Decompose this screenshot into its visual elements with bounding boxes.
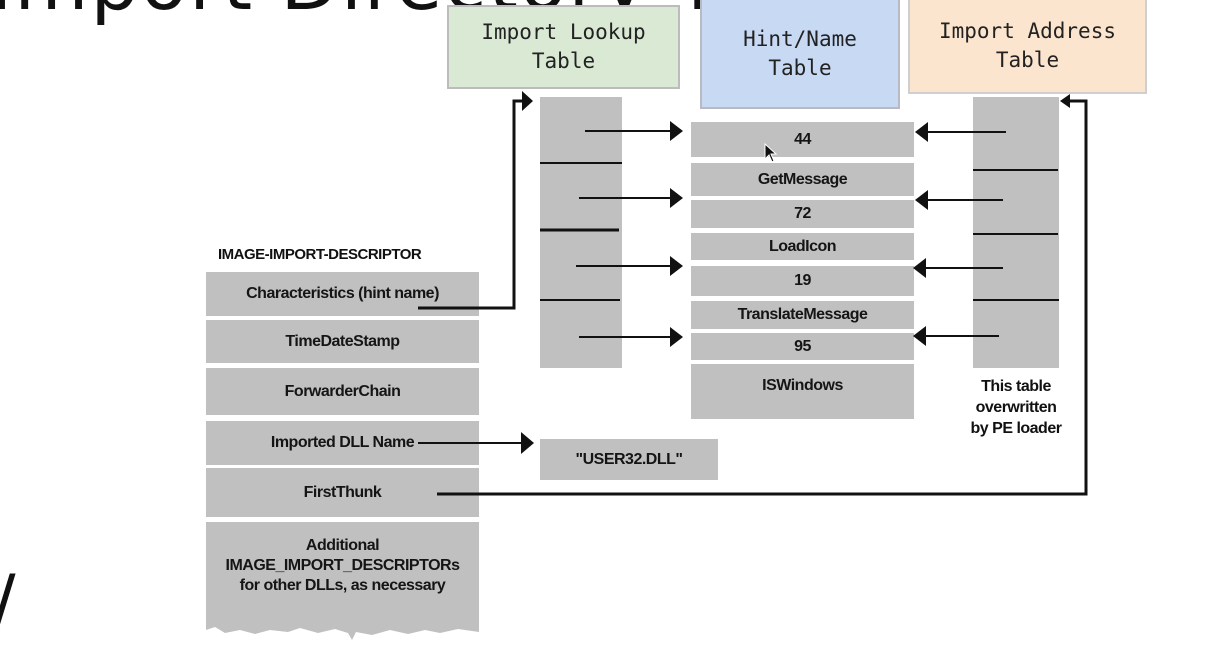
descriptor-field-forwarderchain: ForwarderChain xyxy=(206,368,479,415)
hint-value: 44 xyxy=(691,122,914,157)
function-name: GetMessage xyxy=(691,163,914,196)
function-name: LoadIcon xyxy=(691,233,914,260)
arrowhead-right-icon xyxy=(670,327,683,347)
hint-value: 19 xyxy=(691,266,914,296)
dll-name-box: "USER32.DLL" xyxy=(540,439,718,480)
arrowhead-left-icon xyxy=(915,190,928,210)
mouse-cursor-icon xyxy=(764,143,778,163)
arrowhead-right-icon xyxy=(670,256,683,276)
hint-name-table-header: Hint/Name Table xyxy=(700,0,900,109)
hint-value: 72 xyxy=(691,200,914,228)
import-lookup-table xyxy=(540,97,622,368)
torn-edge xyxy=(206,617,479,640)
characteristics-connector xyxy=(418,99,524,310)
slide-text-fragment: / xyxy=(0,560,16,642)
arrowhead-left-icon xyxy=(913,258,926,278)
arrowhead-left-icon xyxy=(1060,94,1070,108)
descriptor-title: IMAGE-IMPORT-DESCRIPTOR xyxy=(218,246,422,263)
arrowhead-left-icon xyxy=(913,326,926,346)
hint-value: 95 xyxy=(691,333,914,360)
arrowhead-right-icon xyxy=(522,91,533,111)
import-address-table-header: Import Address Table xyxy=(908,0,1147,94)
function-name: ISWindows xyxy=(691,364,914,419)
iat-note: This table overwritten by PE loader xyxy=(970,378,1062,437)
descriptor-field-additional: Additional IMAGE_IMPORT_DESCRIPTORs for … xyxy=(206,522,479,617)
arrowhead-right-icon xyxy=(521,432,534,454)
firstthunk-connector xyxy=(437,99,1088,496)
arrowhead-right-icon xyxy=(670,188,683,208)
arrowhead-right-icon xyxy=(670,121,683,141)
function-name: TranslateMessage xyxy=(691,301,914,329)
descriptor-field-firstthunk: FirstThunk xyxy=(206,468,479,517)
import-address-table xyxy=(973,97,1059,368)
import-lookup-table-header: Import Lookup Table xyxy=(447,5,680,89)
arrowhead-left-icon xyxy=(915,122,928,142)
descriptor-field-timedatestamp: TimeDateStamp xyxy=(206,320,479,363)
